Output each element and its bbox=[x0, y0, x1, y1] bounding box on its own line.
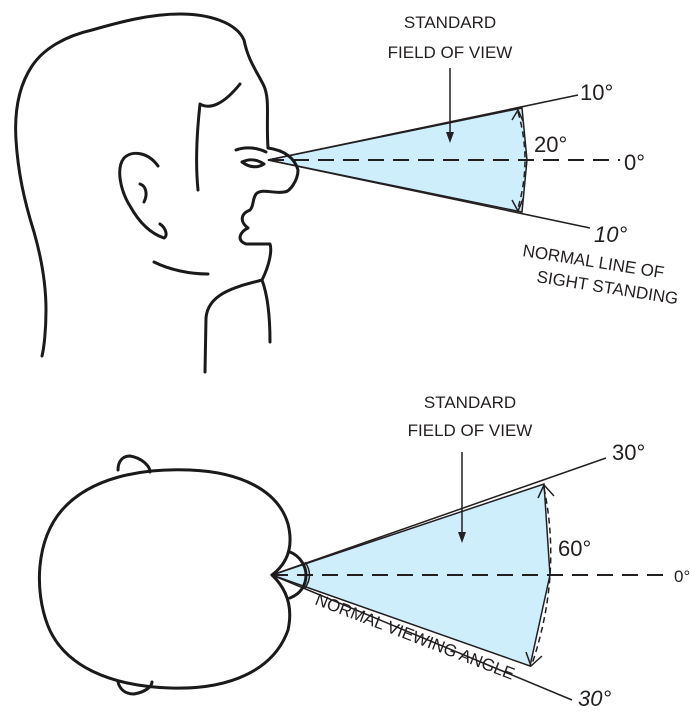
top-upper-angle-label: 30° bbox=[612, 440, 645, 465]
side-neck bbox=[262, 280, 270, 342]
top-title-line2: FIELD OF VIEW bbox=[408, 421, 533, 440]
top-lower-angle-label: 30° bbox=[578, 686, 611, 711]
top-title-line1: STANDARD bbox=[424, 393, 516, 412]
side-title-line2: FIELD OF VIEW bbox=[388, 43, 513, 62]
side-span-angle-label: 20° bbox=[534, 132, 567, 157]
top-ear-top bbox=[118, 456, 150, 472]
side-hair-line bbox=[197, 84, 240, 190]
side-ear bbox=[120, 153, 166, 238]
top-center-angle-label: 0° bbox=[674, 567, 690, 586]
side-brow bbox=[236, 148, 266, 152]
side-view: STANDARD FIELD OF VIEW 10° 20° 0° 10° NO… bbox=[16, 13, 680, 372]
side-lower-angle-label: 10° bbox=[594, 222, 627, 247]
side-title-line1: STANDARD bbox=[404, 13, 496, 32]
top-view: STANDARD FIELD OF VIEW 30° 60° 0° NORMAL… bbox=[39, 393, 690, 711]
side-head-outline bbox=[16, 14, 298, 372]
top-head-outline bbox=[39, 470, 290, 688]
side-ear-inner bbox=[140, 184, 146, 202]
side-eye bbox=[242, 160, 264, 167]
side-chin-line bbox=[154, 262, 208, 274]
side-upper-angle-label: 10° bbox=[580, 80, 613, 105]
top-span-angle-label: 60° bbox=[558, 536, 591, 561]
side-center-angle-label: 0° bbox=[624, 150, 645, 175]
